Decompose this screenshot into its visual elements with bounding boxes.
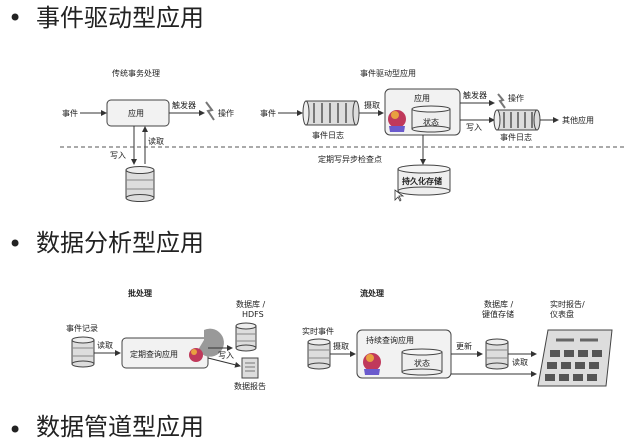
section-title-data-pipeline: 数据管道型应用 bbox=[36, 413, 204, 441]
cursor-icon bbox=[394, 189, 405, 202]
bullet-3: • bbox=[8, 416, 23, 444]
batch-event-records-label: 事件记录 bbox=[66, 323, 98, 333]
stream-squirrel-icon bbox=[363, 353, 381, 375]
traditional-app-label: 应用 bbox=[128, 108, 144, 118]
stream-update-label: 更新 bbox=[456, 341, 472, 351]
traditional-event-label: 事件 bbox=[62, 108, 78, 118]
traditional-title: 传统事务处理 bbox=[112, 68, 160, 78]
ed-persistent-label: 持久化存储 bbox=[402, 176, 442, 186]
stream-realtime-event-label: 实时事件 bbox=[302, 326, 334, 336]
batch-query-app-label: 定期查询应用 bbox=[130, 349, 178, 359]
traditional-database-icon bbox=[125, 166, 155, 202]
batch-hdfs-label: HDFS bbox=[242, 310, 264, 319]
stream-title: 流处理 bbox=[360, 288, 384, 298]
clock-icon bbox=[198, 328, 224, 357]
ed-trigger-label: 触发器 bbox=[463, 90, 487, 100]
traditional-write-label: 写入 bbox=[110, 151, 126, 160]
ed-persistent-storage-icon bbox=[397, 164, 451, 196]
ed-event-log-label: 事件日志 bbox=[312, 130, 344, 140]
dashboard-icon bbox=[537, 329, 613, 387]
batch-db-label: 数据库 / bbox=[236, 299, 266, 309]
traditional-trigger-label: 触发器 bbox=[172, 100, 196, 110]
lightning-icon-2 bbox=[497, 93, 506, 109]
batch-report-label: 数据报告 bbox=[234, 381, 266, 391]
stream-state-label: 状态 bbox=[414, 358, 430, 368]
traditional-action-label: 操作 bbox=[218, 108, 234, 118]
batch-database-icon bbox=[71, 336, 95, 368]
ed-event-log2-label: 事件日志 bbox=[500, 132, 532, 142]
stream-read-label: 读取 bbox=[512, 357, 528, 367]
section-title-data-analytics: 数据分析型应用 bbox=[36, 229, 204, 257]
ed-event-log2-icon bbox=[493, 109, 541, 131]
stream-query-app-label: 持续查询应用 bbox=[366, 335, 414, 345]
ed-state-icon bbox=[411, 105, 451, 133]
stream-kv-db-icon bbox=[485, 338, 509, 370]
stream-event-db-icon bbox=[307, 338, 331, 370]
stream-state-icon bbox=[401, 348, 443, 376]
bullet-1: • bbox=[8, 4, 23, 32]
ed-other-app-label: 其他应用 bbox=[562, 115, 594, 125]
ed-write-label: 写入 bbox=[466, 123, 482, 132]
batch-title: 批处理 bbox=[128, 288, 152, 298]
ed-event-log-icon bbox=[302, 100, 360, 126]
ed-app-label: 应用 bbox=[414, 93, 430, 103]
batch-squirrel-icon bbox=[189, 348, 203, 362]
squirrel-icon bbox=[388, 110, 406, 132]
report-document-icon bbox=[241, 357, 259, 379]
bullet-2: • bbox=[8, 230, 23, 258]
ed-state-label: 状态 bbox=[423, 117, 439, 127]
ed-checkpoint-label: 定期写异步检查点 bbox=[318, 154, 382, 164]
stream-report-label: 实时报告/ bbox=[550, 299, 585, 309]
batch-read-label: 读取 bbox=[97, 340, 113, 350]
ed-event-label: 事件 bbox=[260, 108, 276, 118]
stream-dashboard-label: 仪表盘 bbox=[550, 309, 574, 319]
section-title-event-driven: 事件驱动型应用 bbox=[36, 4, 204, 32]
batch-report-arrow bbox=[207, 357, 241, 368]
stream-kv-label: 键值存储 bbox=[482, 309, 514, 319]
ed-fetch-label: 摄取 bbox=[364, 101, 380, 110]
ed-action-label: 操作 bbox=[508, 93, 524, 103]
event-driven-title: 事件驱动型应用 bbox=[360, 68, 416, 78]
traditional-read-label: 读取 bbox=[148, 136, 164, 146]
lightning-icon bbox=[205, 101, 215, 121]
stream-fetch-label: 摄取 bbox=[333, 342, 349, 351]
batch-hdfs-icon bbox=[235, 322, 257, 352]
batch-write-label: 写入 bbox=[218, 351, 234, 360]
stream-db-label: 数据库 / bbox=[484, 299, 514, 309]
